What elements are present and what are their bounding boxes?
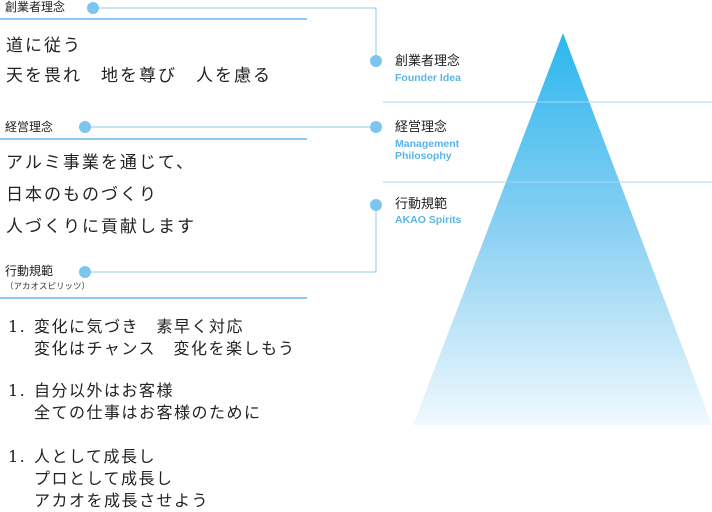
management-dot-right <box>370 121 382 133</box>
pyramid-level-2-en-line-1: Management <box>395 138 460 150</box>
conduct-item-3-line-3: アカオを成長させよう <box>34 491 210 510</box>
conduct-item-1: 1. 変化に気づき 素早く対応 変化はチャンス 変化を楽しもう <box>8 316 296 360</box>
conduct-subtitle: （アカオスピリッツ） <box>5 282 91 292</box>
management-line-3: 人づくりに貢献します <box>6 217 196 237</box>
founder-connector <box>93 7 377 61</box>
conduct-item-3-line-1: 人として成長し <box>34 447 157 466</box>
conduct-item-1-num: 1. <box>8 317 27 336</box>
founder-dot-right <box>370 55 382 67</box>
founder-body: 道に従う 天を畏れ 地を尊び 人を慮る <box>6 31 272 91</box>
management-line-1: アルミ事業を通じて、 <box>6 153 195 173</box>
pyramid-level-2-title: 経営理念 <box>395 120 448 135</box>
conduct-item-2-num: 1. <box>8 381 27 400</box>
founder-dot-left <box>87 2 99 14</box>
conduct-item-1-line-2: 変化はチャンス 変化を楽しもう <box>34 339 296 358</box>
founder-title: 創業者理念 <box>5 0 66 14</box>
conduct-connector <box>85 205 377 273</box>
management-dot-left <box>79 121 91 133</box>
founder-line-2: 天を畏れ 地を尊び 人を慮る <box>6 66 272 86</box>
pyramid-level-2-en: Management Philosophy <box>395 138 459 162</box>
pyramid <box>413 33 712 425</box>
pyramid-level-3-title: 行動規範 <box>395 197 448 212</box>
conduct-item-3-line-2: プロとして成長し <box>34 469 174 488</box>
conduct-dot-right <box>370 199 382 211</box>
management-line-2: 日本のものづくり <box>6 185 158 205</box>
founder-line-1: 道に従う <box>6 36 82 56</box>
conduct-item-3: 1. 人として成長し プロとして成長し アカオを成長させよう <box>8 446 209 512</box>
conduct-dot-left <box>79 266 91 278</box>
management-body: アルミ事業を通じて、 日本のものづくり 人づくりに貢献します <box>6 147 196 243</box>
pyramid-level-3-en: AKAO Spirits <box>395 214 462 226</box>
pyramid-level-2-en-line-2: Philosophy <box>395 150 452 162</box>
management-title: 経営理念 <box>5 120 54 134</box>
pyramid-level-1-en: Founder Idea <box>395 72 461 84</box>
conduct-item-2-line-1: 自分以外はお客様 <box>34 381 175 400</box>
conduct-title: 行動規範 <box>5 264 54 278</box>
conduct-item-1-line-1: 変化に気づき 素早く対応 <box>34 317 245 336</box>
conduct-item-3-num: 1. <box>8 447 27 466</box>
conduct-item-2-line-2: 全ての仕事はお客様のために <box>34 403 262 422</box>
conduct-item-2: 1. 自分以外はお客様 全ての仕事はお客様のために <box>8 380 262 424</box>
pyramid-level-1-title: 創業者理念 <box>395 54 461 69</box>
